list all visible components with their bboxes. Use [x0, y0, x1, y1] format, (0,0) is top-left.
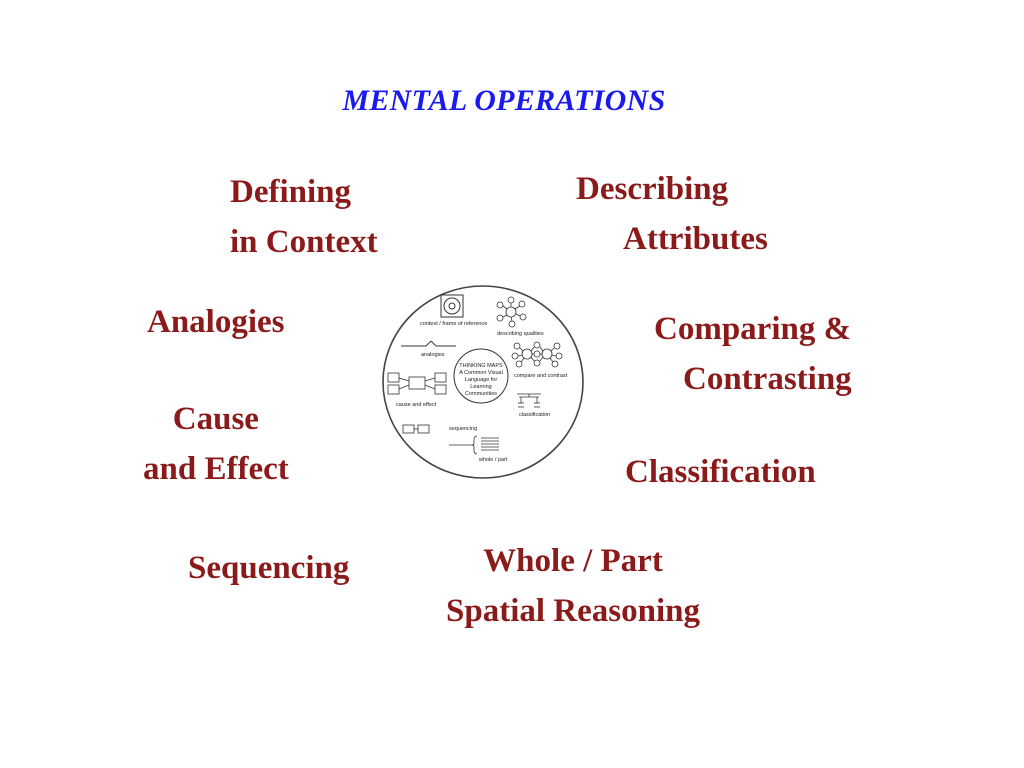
operation-defining-in-context: Defining in Context	[230, 167, 378, 267]
operation-sequencing: Sequencing	[188, 543, 349, 593]
label-wholepart: whole / part	[478, 457, 508, 463]
center-line: A Common Visual	[459, 370, 503, 376]
operation-line: Contrasting	[683, 361, 852, 397]
operation-line: Classification	[625, 454, 816, 490]
operation-line: Cause	[172, 401, 259, 437]
label-analogies: analogies	[421, 352, 445, 358]
bubble-map-icon	[496, 296, 527, 328]
circle-map-icon	[440, 294, 464, 318]
page-title: MENTAL OPERATIONS	[342, 84, 666, 117]
tree-map-icon	[517, 393, 541, 408]
operation-classification: Classification	[625, 447, 816, 497]
operation-line: Spatial Reasoning	[446, 593, 700, 629]
operation-line: and Effect	[143, 451, 289, 487]
multi-flow-map-icon	[387, 372, 447, 395]
operation-line: Sequencing	[188, 550, 350, 586]
label-describing: describing qualities	[497, 331, 544, 337]
center-line: Language for	[465, 377, 498, 383]
operation-line: in Context	[230, 224, 378, 260]
operation-describing-attributes: Describing Attributes	[576, 164, 768, 264]
operation-line: Analogies	[147, 304, 285, 340]
label-context: context / frame of reference	[420, 321, 487, 327]
label-classification: classification	[519, 412, 550, 418]
label-cause: cause and effect	[396, 402, 437, 408]
bridge-map-icon	[401, 340, 456, 347]
label-compare: compare and contrast	[514, 373, 568, 379]
double-bubble-map-icon	[511, 341, 563, 368]
operation-line: Comparing &	[654, 311, 852, 347]
operation-line: Describing	[576, 171, 729, 207]
operation-comparing-contrasting: Comparing & Contrasting	[654, 304, 852, 404]
brace-map-icon	[449, 435, 499, 455]
operation-line: Whole / Part	[483, 543, 663, 579]
center-circle	[453, 348, 509, 404]
flow-map-icon	[402, 424, 430, 434]
center-line: Learning	[470, 384, 491, 390]
thinking-maps-svg: context / frame of reference describing …	[382, 285, 584, 479]
operation-line: Attributes	[623, 221, 768, 257]
thinking-maps-diagram: context / frame of reference describing …	[381, 284, 585, 480]
center-line: Communities	[465, 391, 497, 397]
operation-line: Defining	[230, 174, 352, 210]
label-sequencing: sequencing	[449, 426, 477, 432]
operation-analogies: Analogies	[147, 297, 285, 347]
operation-cause-and-effect: Cause and Effect	[143, 394, 289, 494]
operation-whole-part-spatial-reasoning: Whole / Part Spatial Reasoning	[446, 536, 700, 636]
center-line: THINKING MAPS	[459, 363, 503, 369]
